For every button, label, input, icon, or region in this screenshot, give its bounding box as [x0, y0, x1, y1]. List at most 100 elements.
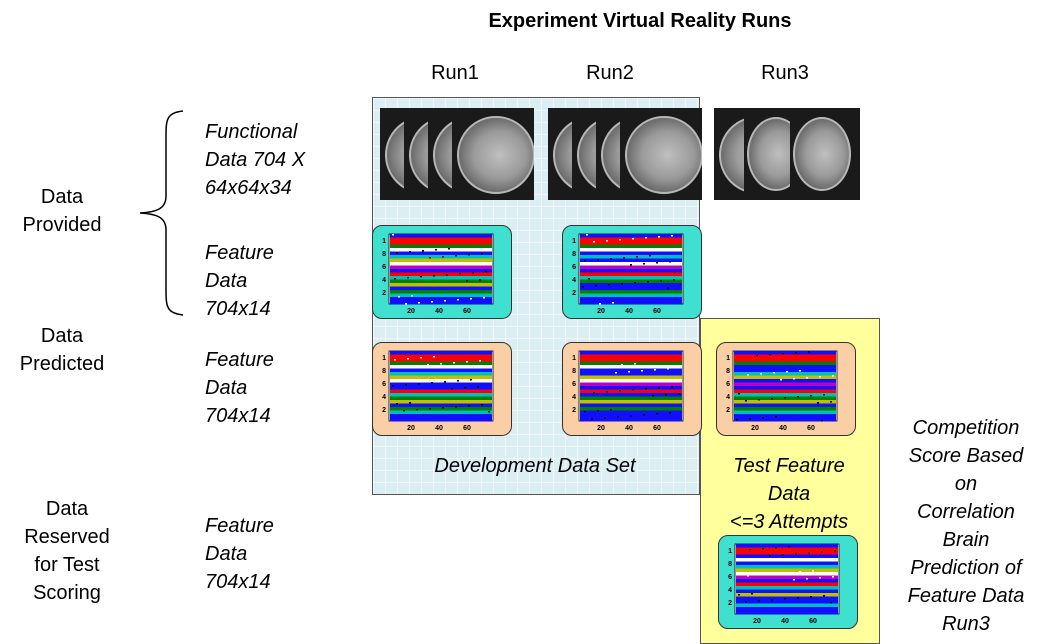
noise-mark: [442, 256, 444, 258]
brain-slice-icon: [790, 108, 860, 200]
noise-mark: [647, 281, 649, 283]
feature-band: [390, 379, 492, 383]
y-tick-label: 6: [382, 381, 386, 388]
noise-mark: [799, 571, 801, 573]
feature-band: [390, 269, 492, 273]
noise-mark: [775, 416, 777, 418]
x-tick-label: 20: [407, 425, 415, 432]
noise-mark: [793, 579, 795, 581]
feature-band: [580, 358, 682, 362]
feature-band: [734, 351, 836, 355]
feature-band: [580, 248, 682, 252]
noise-mark: [407, 358, 409, 360]
feature-band: [580, 354, 682, 359]
noise-mark: [745, 601, 747, 603]
noise-mark: [758, 399, 760, 401]
feature-band: [580, 375, 682, 380]
noise-mark: [422, 250, 424, 252]
noise-mark: [749, 549, 751, 551]
feature-band: [734, 389, 836, 394]
feature-band: [390, 410, 492, 415]
noise-mark: [784, 598, 786, 600]
noise-mark: [806, 377, 808, 379]
feature-band: [580, 417, 682, 422]
noise-mark: [636, 256, 638, 258]
noise-mark: [405, 303, 407, 305]
feature-band: [734, 382, 836, 387]
curly-brace-icon: [139, 110, 184, 316]
noise-mark: [457, 380, 459, 382]
noise-mark: [468, 254, 470, 256]
feature-band: [390, 368, 492, 373]
noise-mark: [643, 414, 645, 416]
feature-band: [736, 565, 838, 569]
noise-mark: [630, 264, 632, 266]
noise-mark: [403, 410, 405, 412]
noise-mark: [444, 381, 446, 383]
feature-band: [390, 286, 492, 291]
feature-band: [390, 262, 492, 266]
noise-mark: [420, 357, 422, 359]
noise-mark: [429, 257, 431, 259]
noise-mark: [431, 301, 433, 303]
noise-mark: [649, 255, 651, 257]
feature-band: [390, 351, 492, 355]
noise-mark: [671, 386, 673, 388]
y-tick-label: 6: [572, 264, 576, 271]
noise-mark: [812, 570, 814, 572]
noise-mark: [784, 397, 786, 399]
noise-mark: [788, 546, 790, 548]
run1-label: Run1: [431, 62, 479, 84]
noise-mark: [418, 383, 420, 385]
y-tick-label: 2: [572, 407, 576, 414]
noise-mark: [669, 261, 671, 263]
noise-mark: [612, 302, 614, 304]
feature-data-provided-text: Feature Data 704x14: [205, 242, 274, 320]
feature-band: [734, 386, 836, 390]
feature-band: [736, 582, 838, 587]
feature-band: [390, 365, 492, 369]
noise-mark: [658, 387, 660, 389]
noise-mark: [643, 263, 645, 265]
noise-mark: [446, 274, 448, 276]
x-tick-label: 40: [781, 618, 789, 625]
data-provided-label: Data Provided: [22, 186, 102, 236]
x-tick-label: 40: [779, 425, 787, 432]
noise-mark: [665, 394, 667, 396]
x-tick-label: 20: [597, 425, 605, 432]
y-tick-label: 6: [728, 574, 732, 581]
noise-mark: [455, 406, 457, 408]
noise-mark: [477, 386, 479, 388]
feature-band: [390, 354, 492, 359]
noise-mark: [619, 390, 621, 392]
noise-mark: [440, 363, 442, 365]
noise-mark: [786, 572, 788, 574]
y-tick-label: 1: [572, 238, 576, 245]
noise-mark: [823, 394, 825, 396]
noise-mark: [488, 411, 490, 413]
feature-band: [734, 372, 836, 376]
noise-mark: [832, 576, 834, 578]
noise-mark: [582, 286, 584, 288]
feature-band: [390, 255, 492, 259]
noise-mark: [830, 602, 832, 604]
noise-mark: [660, 280, 662, 282]
noise-mark: [431, 382, 433, 384]
feature-band: [580, 265, 682, 270]
feature-band: [580, 290, 682, 294]
feature-band: [390, 389, 492, 394]
feature-band: [580, 400, 682, 404]
noise-mark: [795, 553, 797, 555]
feature-band: [580, 396, 682, 401]
noise-mark: [608, 284, 610, 286]
feature-band: [390, 290, 492, 294]
competition-score-text: Competition Score Based on Correlation B…: [907, 417, 1025, 635]
feature-band: [734, 407, 836, 411]
feature-band: [580, 272, 682, 277]
y-tick-label: 2: [572, 290, 576, 297]
noise-mark: [396, 403, 398, 405]
feature-band: [390, 382, 492, 387]
